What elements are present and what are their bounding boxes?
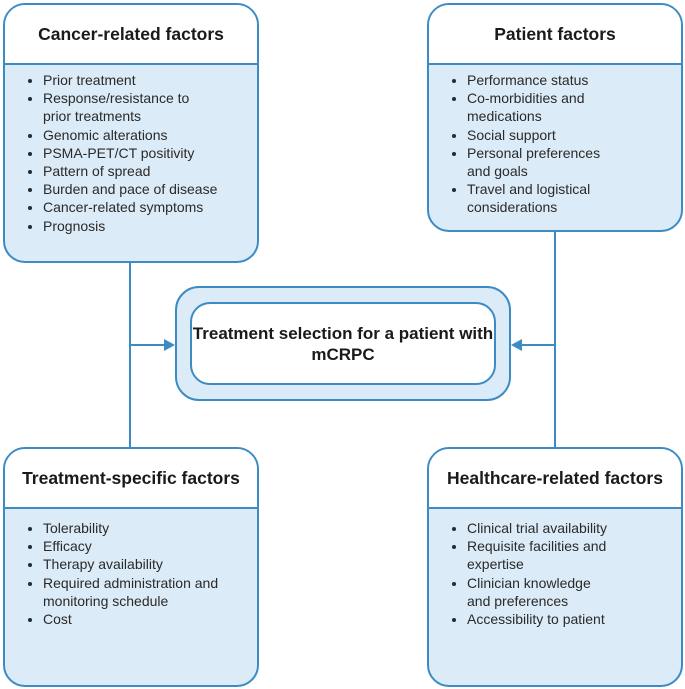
list-item: Response/resistance to prior treatments (43, 89, 213, 125)
list-item: Pattern of spread (43, 162, 257, 180)
list-item: Required administration and monitoring s… (43, 574, 228, 610)
list-item: Personal preferences and goals (467, 144, 627, 180)
connector-right-arrow-line (520, 344, 555, 346)
box-title: Healthcare-related factors (429, 449, 681, 509)
box-title: Patient factors (429, 5, 681, 65)
treatment-specific-factors-box: Treatment-specific factors Tolerability … (3, 447, 259, 687)
center-box-title: Treatment selection for a patient with m… (190, 302, 496, 385)
factor-list: Tolerability Efficacy Therapy availabili… (5, 519, 257, 628)
list-item: Requisite facilities and expertise (467, 537, 607, 573)
list-item: Tolerability (43, 519, 257, 537)
list-item: Performance status (467, 71, 627, 89)
connector-left (129, 260, 131, 450)
list-item: Genomic alterations (43, 126, 257, 144)
connector-left-arrow-line (130, 344, 166, 346)
list-item: Clinical trial availability (467, 519, 681, 537)
box-title: Cancer-related factors (5, 5, 257, 65)
factor-list: Prior treatment Response/resistance to p… (5, 71, 257, 235)
list-item: Accessibility to patient (467, 610, 681, 628)
center-box-outer: Treatment selection for a patient with m… (175, 286, 511, 401)
list-item: Burden and pace of disease (43, 180, 257, 198)
list-item: Prognosis (43, 217, 257, 235)
list-item: Social support (467, 126, 627, 144)
connector-right (554, 230, 556, 450)
list-item: Efficacy (43, 537, 257, 555)
cancer-related-factors-box: Cancer-related factors Prior treatment R… (3, 3, 259, 263)
list-item: Clinician knowledge and preferences (467, 574, 612, 610)
factor-list: Clinical trial availability Requisite fa… (429, 519, 681, 628)
healthcare-related-factors-box: Healthcare-related factors Clinical tria… (427, 447, 683, 687)
list-item: PSMA-PET/CT positivity (43, 144, 257, 162)
list-item: Co-morbidities and medications (467, 89, 587, 125)
list-item: Prior treatment (43, 71, 257, 89)
arrow-right-icon (164, 339, 175, 351)
box-title: Treatment-specific factors (5, 449, 257, 509)
list-item: Cost (43, 610, 257, 628)
list-item: Cancer-related symptoms (43, 198, 257, 216)
patient-factors-box: Patient factors Performance status Co-mo… (427, 3, 683, 232)
list-item: Travel and logistical considerations (467, 180, 642, 216)
factor-list: Performance status Co-morbidities and me… (429, 71, 627, 217)
list-item: Therapy availability (43, 555, 257, 573)
arrow-left-icon (511, 339, 522, 351)
